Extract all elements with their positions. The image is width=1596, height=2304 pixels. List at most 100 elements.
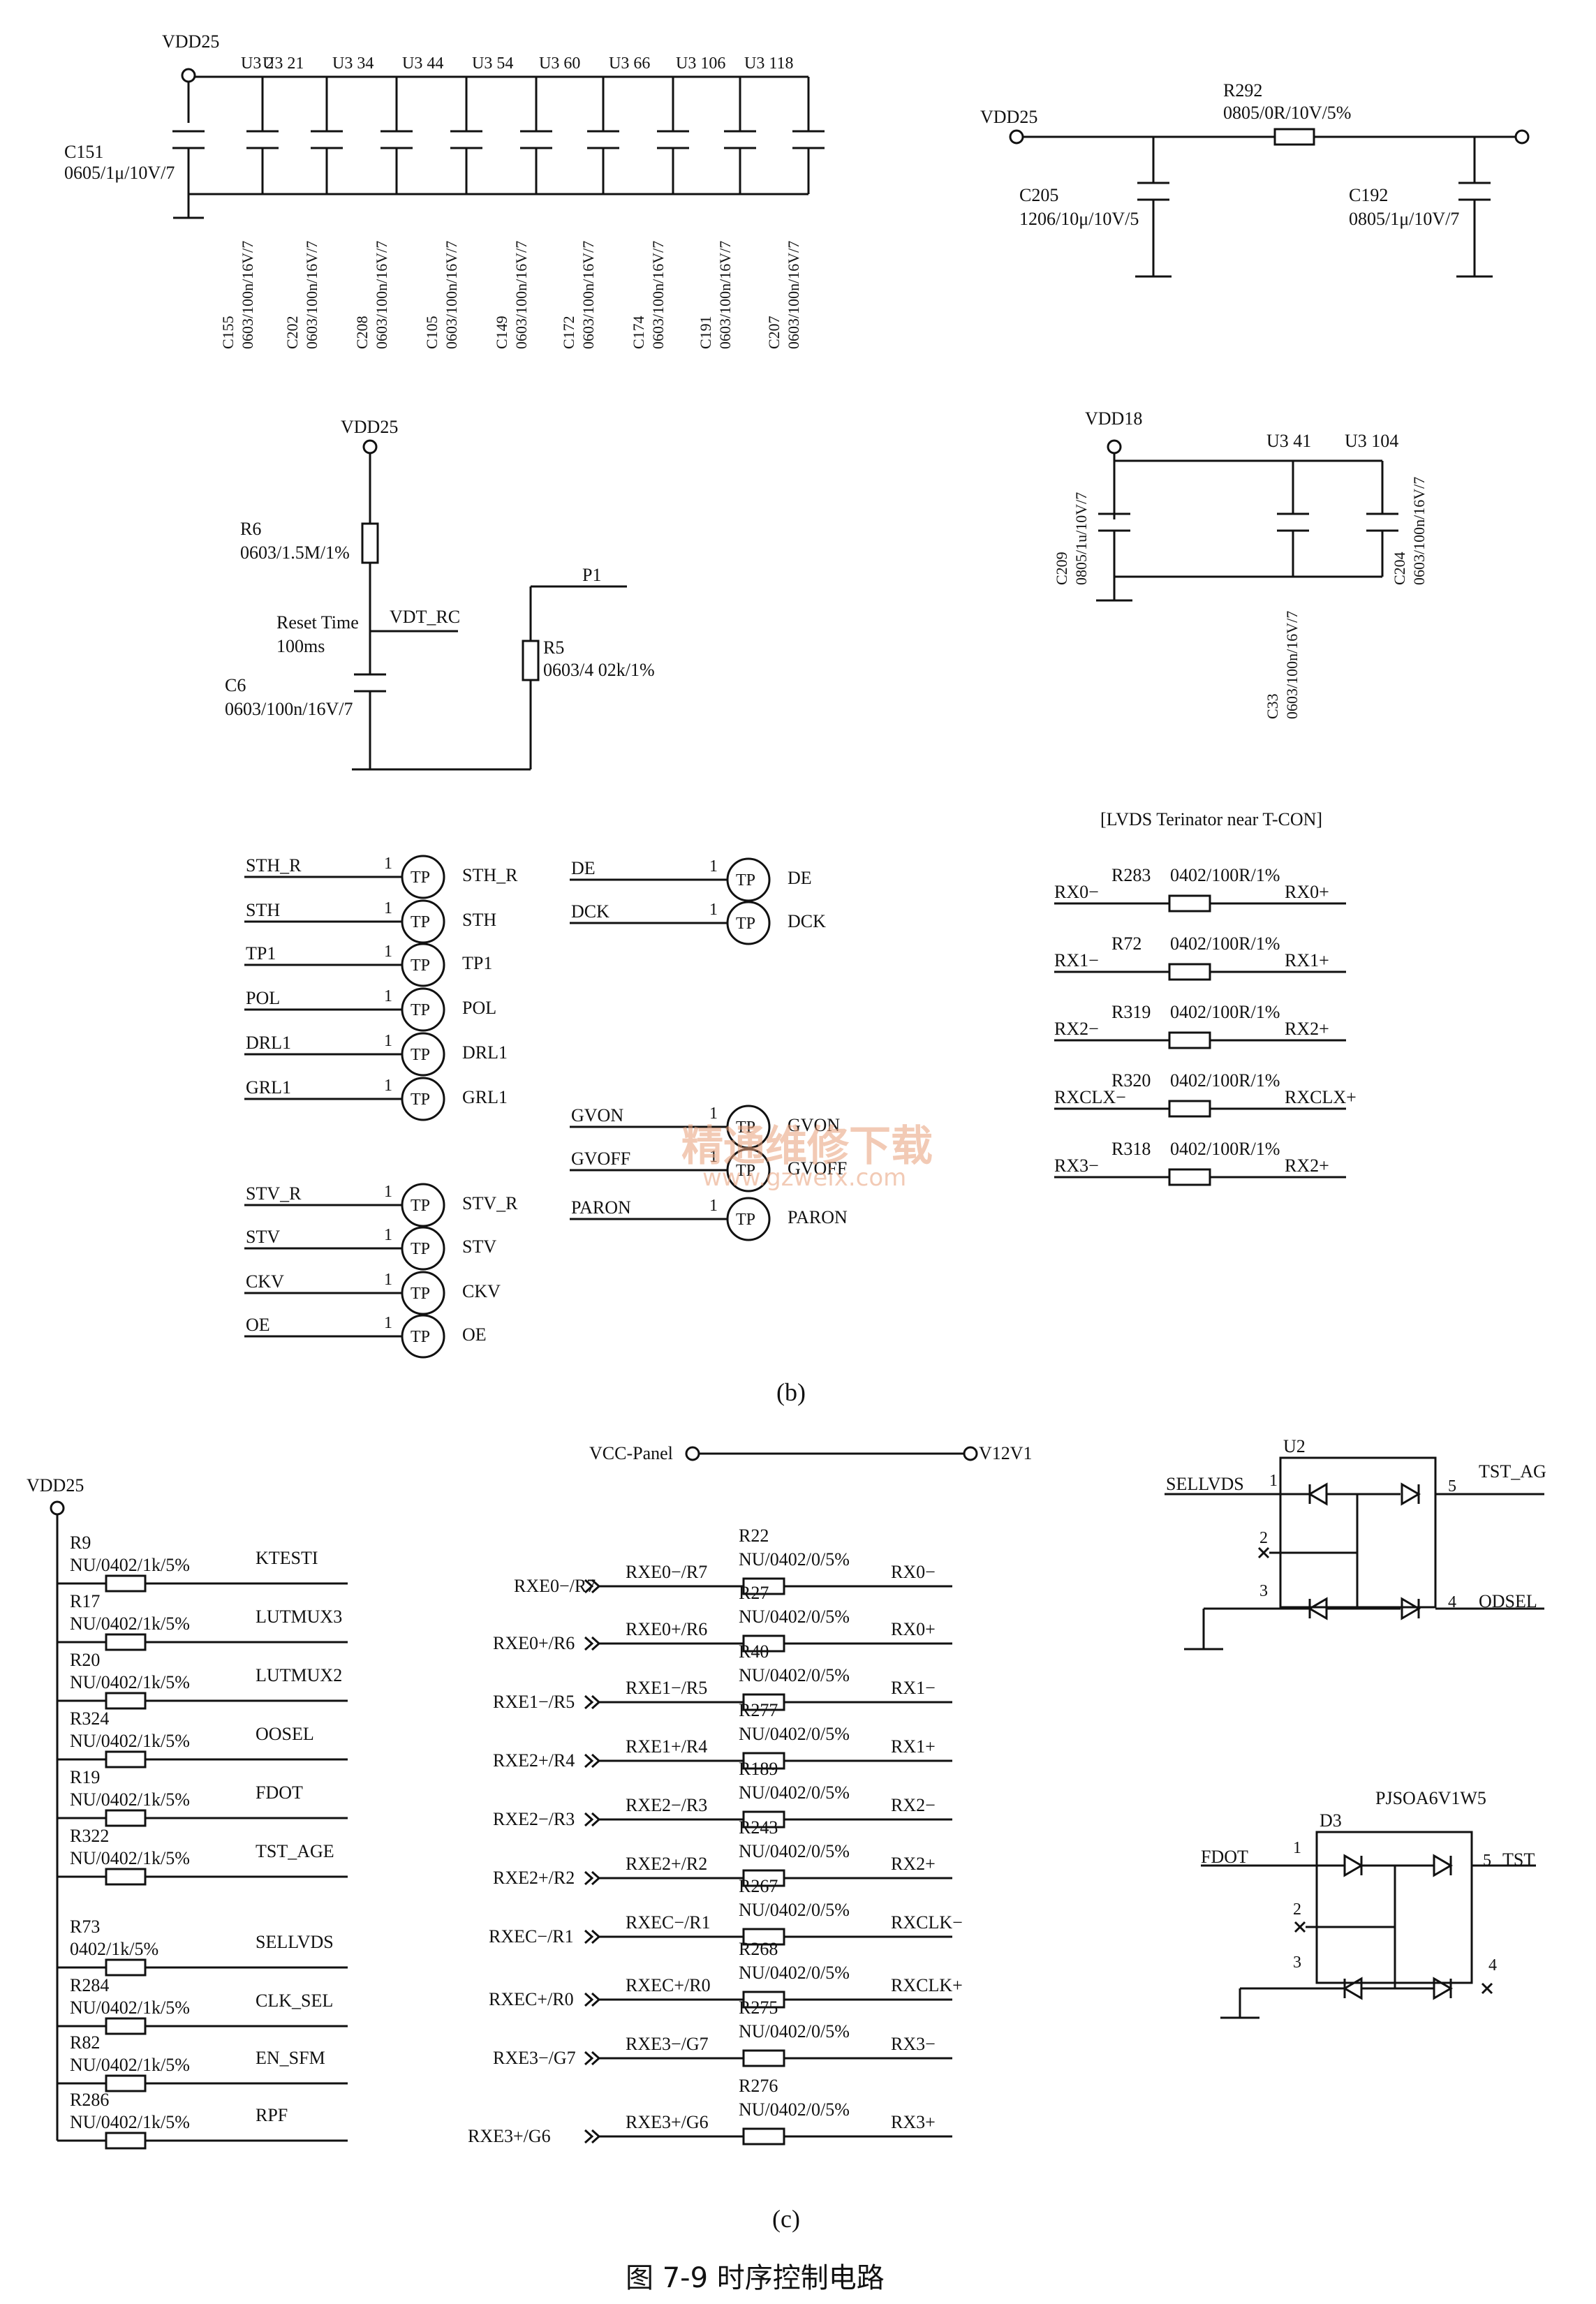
series-out-label: RXCLK+: [891, 1975, 963, 1995]
u2-out1-label: TST_AG: [1479, 1461, 1546, 1482]
pullup-resistor-symbol: [105, 1809, 147, 1827]
series-out-label: RX3−: [891, 2034, 936, 2054]
decoupling-cap-symbol: [450, 130, 482, 149]
diode-triangle: [1433, 1977, 1453, 2000]
testpoint-circle: [401, 1271, 445, 1315]
termination-value: 0402/100R/1%: [1170, 1002, 1280, 1022]
series-resistor-symbol: [742, 1752, 785, 1770]
testpoint-pin-number: 1: [384, 1226, 392, 1244]
chevron: [584, 1753, 594, 1768]
series-ref: R27: [739, 1583, 769, 1603]
port-chevron: [584, 1929, 601, 1944]
decoupling-cap-symbol: [792, 130, 825, 149]
testpoint-name: GRL1: [462, 1087, 508, 1107]
port-chevron: [584, 1636, 601, 1651]
series-net-label: RXE1+/R4: [626, 1736, 707, 1757]
series-ref: R267: [739, 1876, 778, 1896]
decoupling-section: VDD25 C151 0605/1μ/10V/7: [64, 31, 219, 183]
testpoint-name: STH_R: [462, 865, 518, 885]
pullup-value: NU/0402/1k/5%: [70, 1997, 190, 2018]
series-resistor-symbol: [742, 2127, 785, 2146]
u2-diode: [1308, 1482, 1328, 1506]
testpoint-tp-label: TP: [411, 913, 430, 931]
cap-ref: C202: [283, 316, 301, 349]
c151-ref: C151: [64, 142, 103, 162]
series-port-label: RXE1−/R5: [493, 1692, 575, 1712]
cap-value: 0603/100n/16V/7: [579, 241, 597, 349]
series-out-label: RX0−: [891, 1562, 936, 1582]
termination-ref: R319: [1111, 1002, 1151, 1022]
pullup-value: NU/0402/1k/5%: [70, 1789, 190, 1810]
series-out-label: RX2−: [891, 1795, 936, 1815]
c204-value: 0603/100n/16V/7: [1410, 477, 1428, 585]
lvds-terminator-section: [LVDS Terinator near T-CON]: [1100, 809, 1322, 829]
pullup-resistor-symbol: [105, 1692, 147, 1710]
pullup-resistor-symbol: [105, 1868, 147, 1886]
series-out-label: RX0+: [891, 1619, 936, 1639]
chevron: [591, 1636, 601, 1651]
u2-diode: [1308, 1597, 1328, 1620]
testpoint-pin-number: 1: [384, 1271, 392, 1289]
series-value: NU/0402/0/5%: [739, 1607, 850, 1627]
series-net-label: RXE0+/R6: [626, 1619, 707, 1639]
testpoint-net-label: STH: [246, 900, 280, 920]
termination-value: 0402/100R/1%: [1170, 1070, 1280, 1091]
testpoint-net-label: TP1: [246, 943, 276, 963]
decoupling-cap-symbol: [246, 130, 279, 149]
c192-value: 0805/1μ/10V/7: [1349, 209, 1459, 229]
pullup-value: NU/0402/1k/5%: [70, 2112, 190, 2132]
series-net-label: RXE2−/R3: [626, 1795, 707, 1815]
testpoint-circle: [401, 1183, 445, 1227]
r6-value: 0603/1.5M/1%: [240, 542, 350, 563]
testpoint-net-label: GVOFF: [571, 1149, 630, 1169]
series-net-label: RXE3−/G7: [626, 2034, 709, 2054]
u3-pin-label: U3 54: [472, 54, 513, 73]
termination-right-net: RXCLX+: [1285, 1087, 1357, 1107]
testpoint-net-label: CKV: [246, 1271, 284, 1292]
d3-pin4: 4: [1488, 1956, 1497, 1974]
pullup-signal: TST_AGE: [256, 1841, 334, 1861]
series-out-label: RX1+: [891, 1736, 936, 1757]
u2-diode: [1401, 1482, 1421, 1506]
pullup-signal: OOSEL: [256, 1724, 314, 1744]
testpoint-pin-number: 1: [384, 1314, 392, 1332]
chevron: [591, 1870, 601, 1886]
testpoint-pin-number: 1: [709, 1105, 718, 1123]
cap-value: 0603/100n/16V/7: [239, 241, 256, 349]
testpoint-net-label: POL: [246, 988, 280, 1008]
pullup-ref: R322: [70, 1826, 109, 1846]
u3-104-label: U3 104: [1345, 431, 1398, 451]
d3-in-label: FDOT: [1201, 1847, 1248, 1867]
diode-triangle: [1308, 1597, 1328, 1620]
v12v1-terminal: [963, 1446, 978, 1461]
termination-right-net: RX2+: [1285, 1019, 1329, 1039]
c192-symbol: [1458, 182, 1491, 201]
vdd25-terminal: [181, 68, 196, 83]
pullup-ref: R73: [70, 1917, 100, 1937]
decoupling-cap-symbol: [380, 130, 413, 149]
c192-ref: C192: [1349, 185, 1388, 205]
vdd25-label: VDD25: [162, 31, 219, 52]
pullup-resistor-symbol: [105, 2017, 147, 2035]
cap-ref: C208: [353, 316, 371, 349]
testpoint-net-label: STV: [246, 1227, 280, 1247]
termination-ref: R320: [1111, 1070, 1151, 1091]
series-value: NU/0402/0/5%: [739, 1841, 850, 1861]
diode-triangle: [1401, 1482, 1421, 1506]
series-resistor-symbol: [742, 1928, 785, 1946]
d3-diode: [1433, 1977, 1453, 2000]
u2-pin5: 5: [1448, 1477, 1456, 1496]
u3-41-label: U3 41: [1266, 431, 1311, 451]
testpoint-net-label: DE: [571, 858, 596, 878]
series-ref: R243: [739, 1817, 778, 1838]
d3-pin5: 5: [1483, 1852, 1491, 1870]
series-resistor-symbol: [742, 1991, 785, 2009]
termination-resistor-symbol: [1168, 1031, 1211, 1049]
testpoint-tp-label: TP: [411, 1001, 430, 1019]
cap-value: 0603/100n/16V/7: [649, 241, 667, 349]
u2-ref: U2: [1283, 1436, 1306, 1456]
series-resistor-symbol: [742, 2049, 785, 2067]
port-chevron: [584, 1579, 601, 1594]
u2-pin4: 4: [1448, 1593, 1456, 1611]
